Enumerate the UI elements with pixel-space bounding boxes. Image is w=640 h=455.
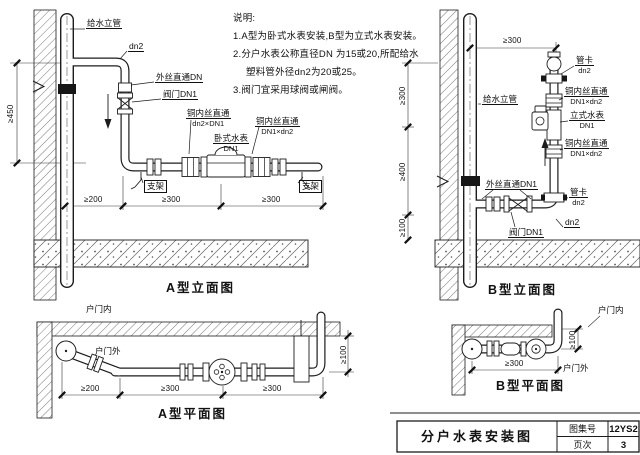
label-bplan-door-inside: 户门内: [598, 305, 624, 315]
notes-line-2: 2.分户水表公称直径DN 为15或20,所配给水: [233, 49, 419, 60]
notes-line-1: 1.A型为卧式水表安装,B型为立式水表安装。: [233, 31, 423, 42]
label-b-copper-top: 铜内丝直通 DN1×dn2: [564, 86, 609, 107]
dim-aplan-h300a: ≥300: [161, 384, 180, 393]
caption-a-plan: A型平面图: [158, 407, 228, 421]
b-plan-linework: [451, 308, 601, 396]
caption-a-elevation: A型立面图: [166, 281, 236, 295]
label-a-riser: 给水立管: [86, 18, 123, 30]
a-elevation-linework: [10, 9, 327, 301]
caption-b-elevation: B型立面图: [488, 283, 558, 297]
label-a-valve: 阀门DN1: [162, 89, 199, 101]
dim-aplan-h300b: ≥300: [263, 384, 282, 393]
title-block-atlas-value: 12YS2: [609, 423, 638, 435]
b-elevation-linework: [402, 9, 640, 301]
title-block-page-value: 3: [620, 439, 627, 451]
label-b-valve: 阀门DN1: [508, 227, 545, 239]
dim-b-v400: ≥400: [398, 162, 407, 181]
label-a-bracket-left: 支架: [144, 180, 168, 194]
label-a-copper-left: 铜内丝直通 dn2×DN1: [186, 108, 231, 129]
label-a-copper-right: 铜内丝直通 DN1×dn2: [255, 116, 300, 137]
label-b-union: 外丝直通DN1: [485, 179, 539, 191]
label-b-clamp-bottom: 管卡 dn2: [569, 187, 589, 208]
dim-bplan-v100: ≥100: [568, 330, 577, 349]
dim-aplan-v100: ≥100: [339, 345, 348, 364]
dim-a-h300a: ≥300: [162, 195, 181, 204]
caption-b-plan: B型平面图: [496, 379, 566, 393]
label-a-union: 外丝直通DN: [155, 72, 204, 84]
label-a-meter: 卧式水表 DN1: [213, 133, 250, 154]
label-aplan-door-inside: 户门内: [86, 304, 112, 314]
title-block-lines: [390, 412, 640, 453]
label-bplan-door-outside: 户门外: [563, 363, 589, 373]
dim-b-h300: ≥300: [503, 36, 522, 45]
notes-heading: 说明:: [233, 13, 256, 24]
label-aplan-door-outside: 户门外: [95, 346, 121, 356]
a-plan-linework: [36, 311, 354, 419]
dim-b-v300: ≥300: [398, 86, 407, 105]
label-b-dn2-elbow: dn2: [564, 217, 581, 229]
dim-bplan-h300: ≥300: [505, 359, 524, 368]
notes-line-3: 塑料管外径dn2为20或25。: [246, 67, 362, 78]
label-b-meter: 立式水表 DN1: [569, 110, 606, 131]
dim-b-v100: ≥100: [398, 218, 407, 237]
label-b-riser: 给水立管: [482, 94, 519, 106]
title-block-page-label: 页次: [573, 440, 592, 450]
label-b-clamp-top: 管卡 dn2: [575, 55, 595, 76]
label-a-bracket-right: 支架: [299, 180, 323, 194]
notes-line-4: 3.阀门宜采用球阀或闸阀。: [233, 85, 349, 96]
dim-a-h300b: ≥300: [262, 195, 281, 204]
dim-a-h200: ≥200: [84, 195, 103, 204]
dim-a-v450: ≥450: [6, 104, 15, 123]
dim-aplan-h200: ≥200: [81, 384, 100, 393]
label-a-dn2: dn2: [128, 41, 145, 53]
label-b-copper-bottom: 铜内丝直通 DN1×dn2: [564, 138, 609, 159]
title-block-title: 分户水表安装图: [420, 429, 533, 444]
title-block-atlas-label: 图集号: [568, 424, 596, 434]
